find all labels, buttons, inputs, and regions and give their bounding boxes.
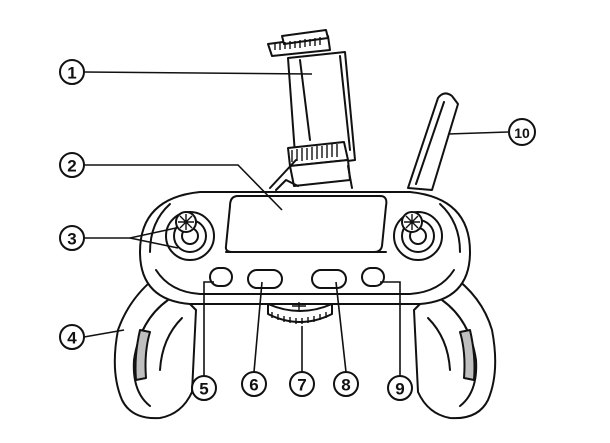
- callout-5: 5: [191, 375, 217, 401]
- callout-8: 8: [333, 371, 359, 397]
- callout-2-label: 2: [67, 157, 76, 176]
- callout-7: 7: [289, 371, 315, 397]
- leader-lines: [83, 71, 509, 376]
- antenna: [407, 92, 459, 191]
- callout-9-label: 9: [395, 380, 404, 399]
- callout-10: 10: [508, 118, 536, 146]
- callout-7-label: 7: [297, 376, 306, 395]
- callout-5-label: 5: [199, 380, 208, 399]
- button-6: [247, 269, 283, 289]
- callout-4-label: 4: [67, 329, 77, 348]
- callout-4: 4: [59, 324, 85, 350]
- left-control-stick: [165, 211, 215, 261]
- left-grip: [113, 273, 197, 420]
- callout-10-label: 10: [514, 125, 530, 141]
- display-screen: [224, 195, 388, 253]
- phone-holder-clamp: [267, 29, 356, 191]
- button-8: [311, 269, 347, 289]
- button-row: [209, 267, 385, 289]
- usb-port-dial: [267, 302, 333, 324]
- callout-3-label: 3: [67, 230, 76, 249]
- callout-3: 3: [59, 225, 85, 251]
- right-control-stick: [393, 211, 443, 261]
- callout-1-label: 1: [67, 64, 76, 83]
- callout-8-label: 8: [341, 376, 350, 395]
- button-5: [209, 267, 233, 287]
- callout-1: 1: [59, 59, 85, 85]
- button-9: [361, 267, 385, 287]
- callout-9: 9: [387, 375, 413, 401]
- callout-2: 2: [59, 152, 85, 178]
- right-grip: [413, 273, 497, 420]
- callout-6: 6: [241, 371, 267, 397]
- callout-6-label: 6: [249, 376, 258, 395]
